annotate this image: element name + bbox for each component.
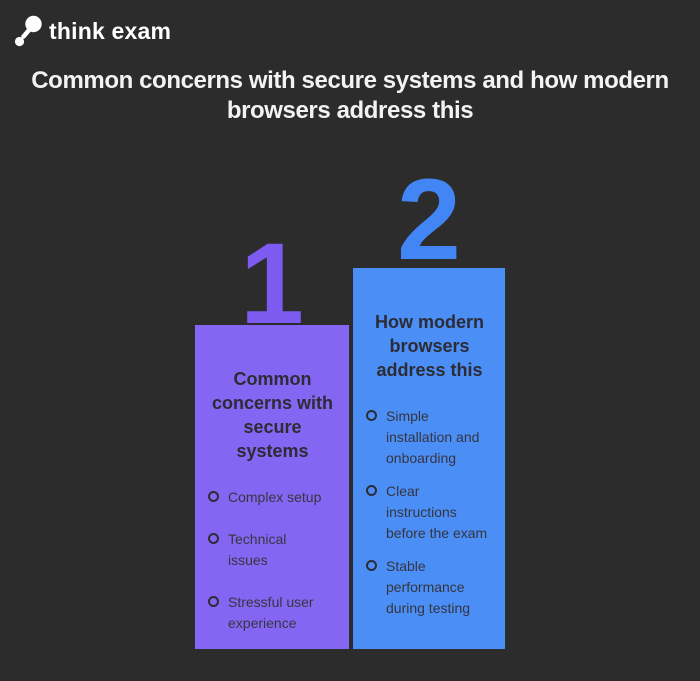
ring-bullet-icon	[208, 596, 219, 607]
ring-bullet-icon	[366, 560, 377, 571]
list-item: Stable performance during testing	[366, 556, 495, 619]
list-item-text: Complex setup	[228, 489, 322, 505]
list-item: Complex setup	[208, 487, 339, 508]
ring-bullet-icon	[208, 491, 219, 502]
column-concerns-heading: Common concerns with secure systems	[211, 369, 334, 461]
concerns-list: Complex setup Technical issues Stressful…	[206, 487, 339, 634]
brand-logo: think exam	[10, 12, 171, 50]
list-item-text: Stressful user experience	[228, 594, 314, 631]
column-solutions-heading: How modern browsers address this	[374, 312, 484, 380]
ring-bullet-icon	[208, 533, 219, 544]
podium-column-concerns: Common concerns with secure systems Comp…	[195, 325, 349, 649]
ring-bullet-icon	[366, 410, 377, 421]
list-item-text: Technical issues	[228, 531, 287, 568]
list-item: Stressful user experience	[208, 592, 339, 634]
rank-number-1: 1	[240, 220, 304, 348]
list-item-text: Simple installation and onboarding	[386, 408, 480, 466]
think-exam-dots-icon	[10, 12, 44, 50]
page-title: Common concerns with secure systems and …	[31, 67, 669, 124]
brand-name: think exam	[49, 17, 172, 44]
list-item: Simple installation and onboarding	[366, 406, 495, 469]
solutions-list: Simple installation and onboarding Clear…	[364, 406, 495, 619]
list-item-text: Stable performance during testing	[386, 558, 471, 616]
list-item: Technical issues	[208, 529, 339, 571]
ring-bullet-icon	[366, 485, 377, 496]
list-item: Clear instructions before the exam	[366, 481, 495, 544]
rank-number-2: 2	[397, 156, 461, 284]
list-item-text: Clear instructions before the exam	[386, 483, 488, 541]
podium-column-solutions: How modern browsers address this Simple …	[353, 268, 505, 649]
